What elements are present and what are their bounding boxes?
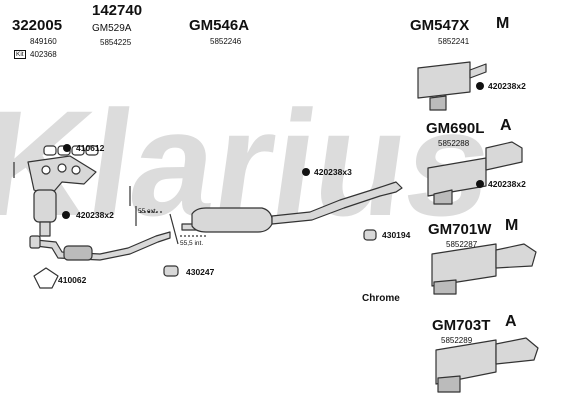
label-55-ext: 55 ext. [138, 208, 158, 215]
center-silencer [181, 181, 403, 233]
kit-badge: Kit [14, 50, 26, 59]
rear-silencer-4 [435, 337, 539, 393]
variant-code-gm701w: GM701W [428, 221, 492, 238]
kit-number: 402368 [30, 50, 57, 59]
manual-badge-icon: M [496, 15, 510, 32]
exhaust-manifold [27, 155, 97, 237]
label-430194: 430194 [382, 230, 411, 240]
variant-bolts-2: 420238x2 [488, 179, 526, 189]
bolt-icon [476, 180, 484, 188]
variant-code-gm547x: GM547X [410, 17, 470, 34]
set-sub: 849160 [30, 37, 57, 46]
part-142740-ref: GM529A [92, 23, 132, 34]
bolt-icon [62, 211, 70, 219]
rear-silencer-3 [431, 243, 537, 295]
bolt-icon [302, 168, 310, 176]
variant-bolts-1: 420238x2 [488, 81, 526, 91]
part-gm546a: GM546A [189, 17, 250, 34]
rubber-hanger-a [163, 265, 179, 277]
bolt-icon [476, 82, 484, 90]
label-420238x2: 420238x2 [76, 210, 114, 220]
rear-silencer-2 [427, 141, 523, 205]
variant-sub-5852289: 5852289 [441, 336, 473, 345]
part-142740-sub: 5854225 [100, 38, 132, 47]
variant-sub-5852288: 5852288 [438, 139, 470, 148]
part-gm546a-sub: 5852246 [210, 37, 242, 46]
label-410612: 410612 [76, 143, 105, 153]
part-142740: 142740 [92, 2, 143, 19]
variant-sub-5852287: 5852287 [446, 240, 478, 249]
gasket-ring [33, 267, 59, 289]
label-55-5-int: 55,5 int. [180, 240, 204, 247]
automatic-badge-icon: A [505, 313, 517, 330]
variant-code-gm703t: GM703T [432, 317, 491, 334]
manual-badge-icon: M [505, 217, 519, 234]
variant-sub-5852241: 5852241 [438, 37, 470, 46]
variant-code-gm690l: GM690L [426, 120, 485, 137]
label-chrome: Chrome [362, 293, 400, 304]
rubber-hanger-b [363, 229, 377, 241]
set-code: 322005 [12, 17, 63, 34]
rear-silencer-1 [417, 61, 487, 111]
clamp-icon [63, 144, 71, 152]
label-420238x3: 420238x3 [314, 167, 352, 177]
front-pipe [29, 231, 171, 261]
automatic-badge-icon: A [500, 117, 512, 134]
label-430247: 430247 [186, 267, 215, 277]
label-410062: 410062 [58, 275, 87, 285]
